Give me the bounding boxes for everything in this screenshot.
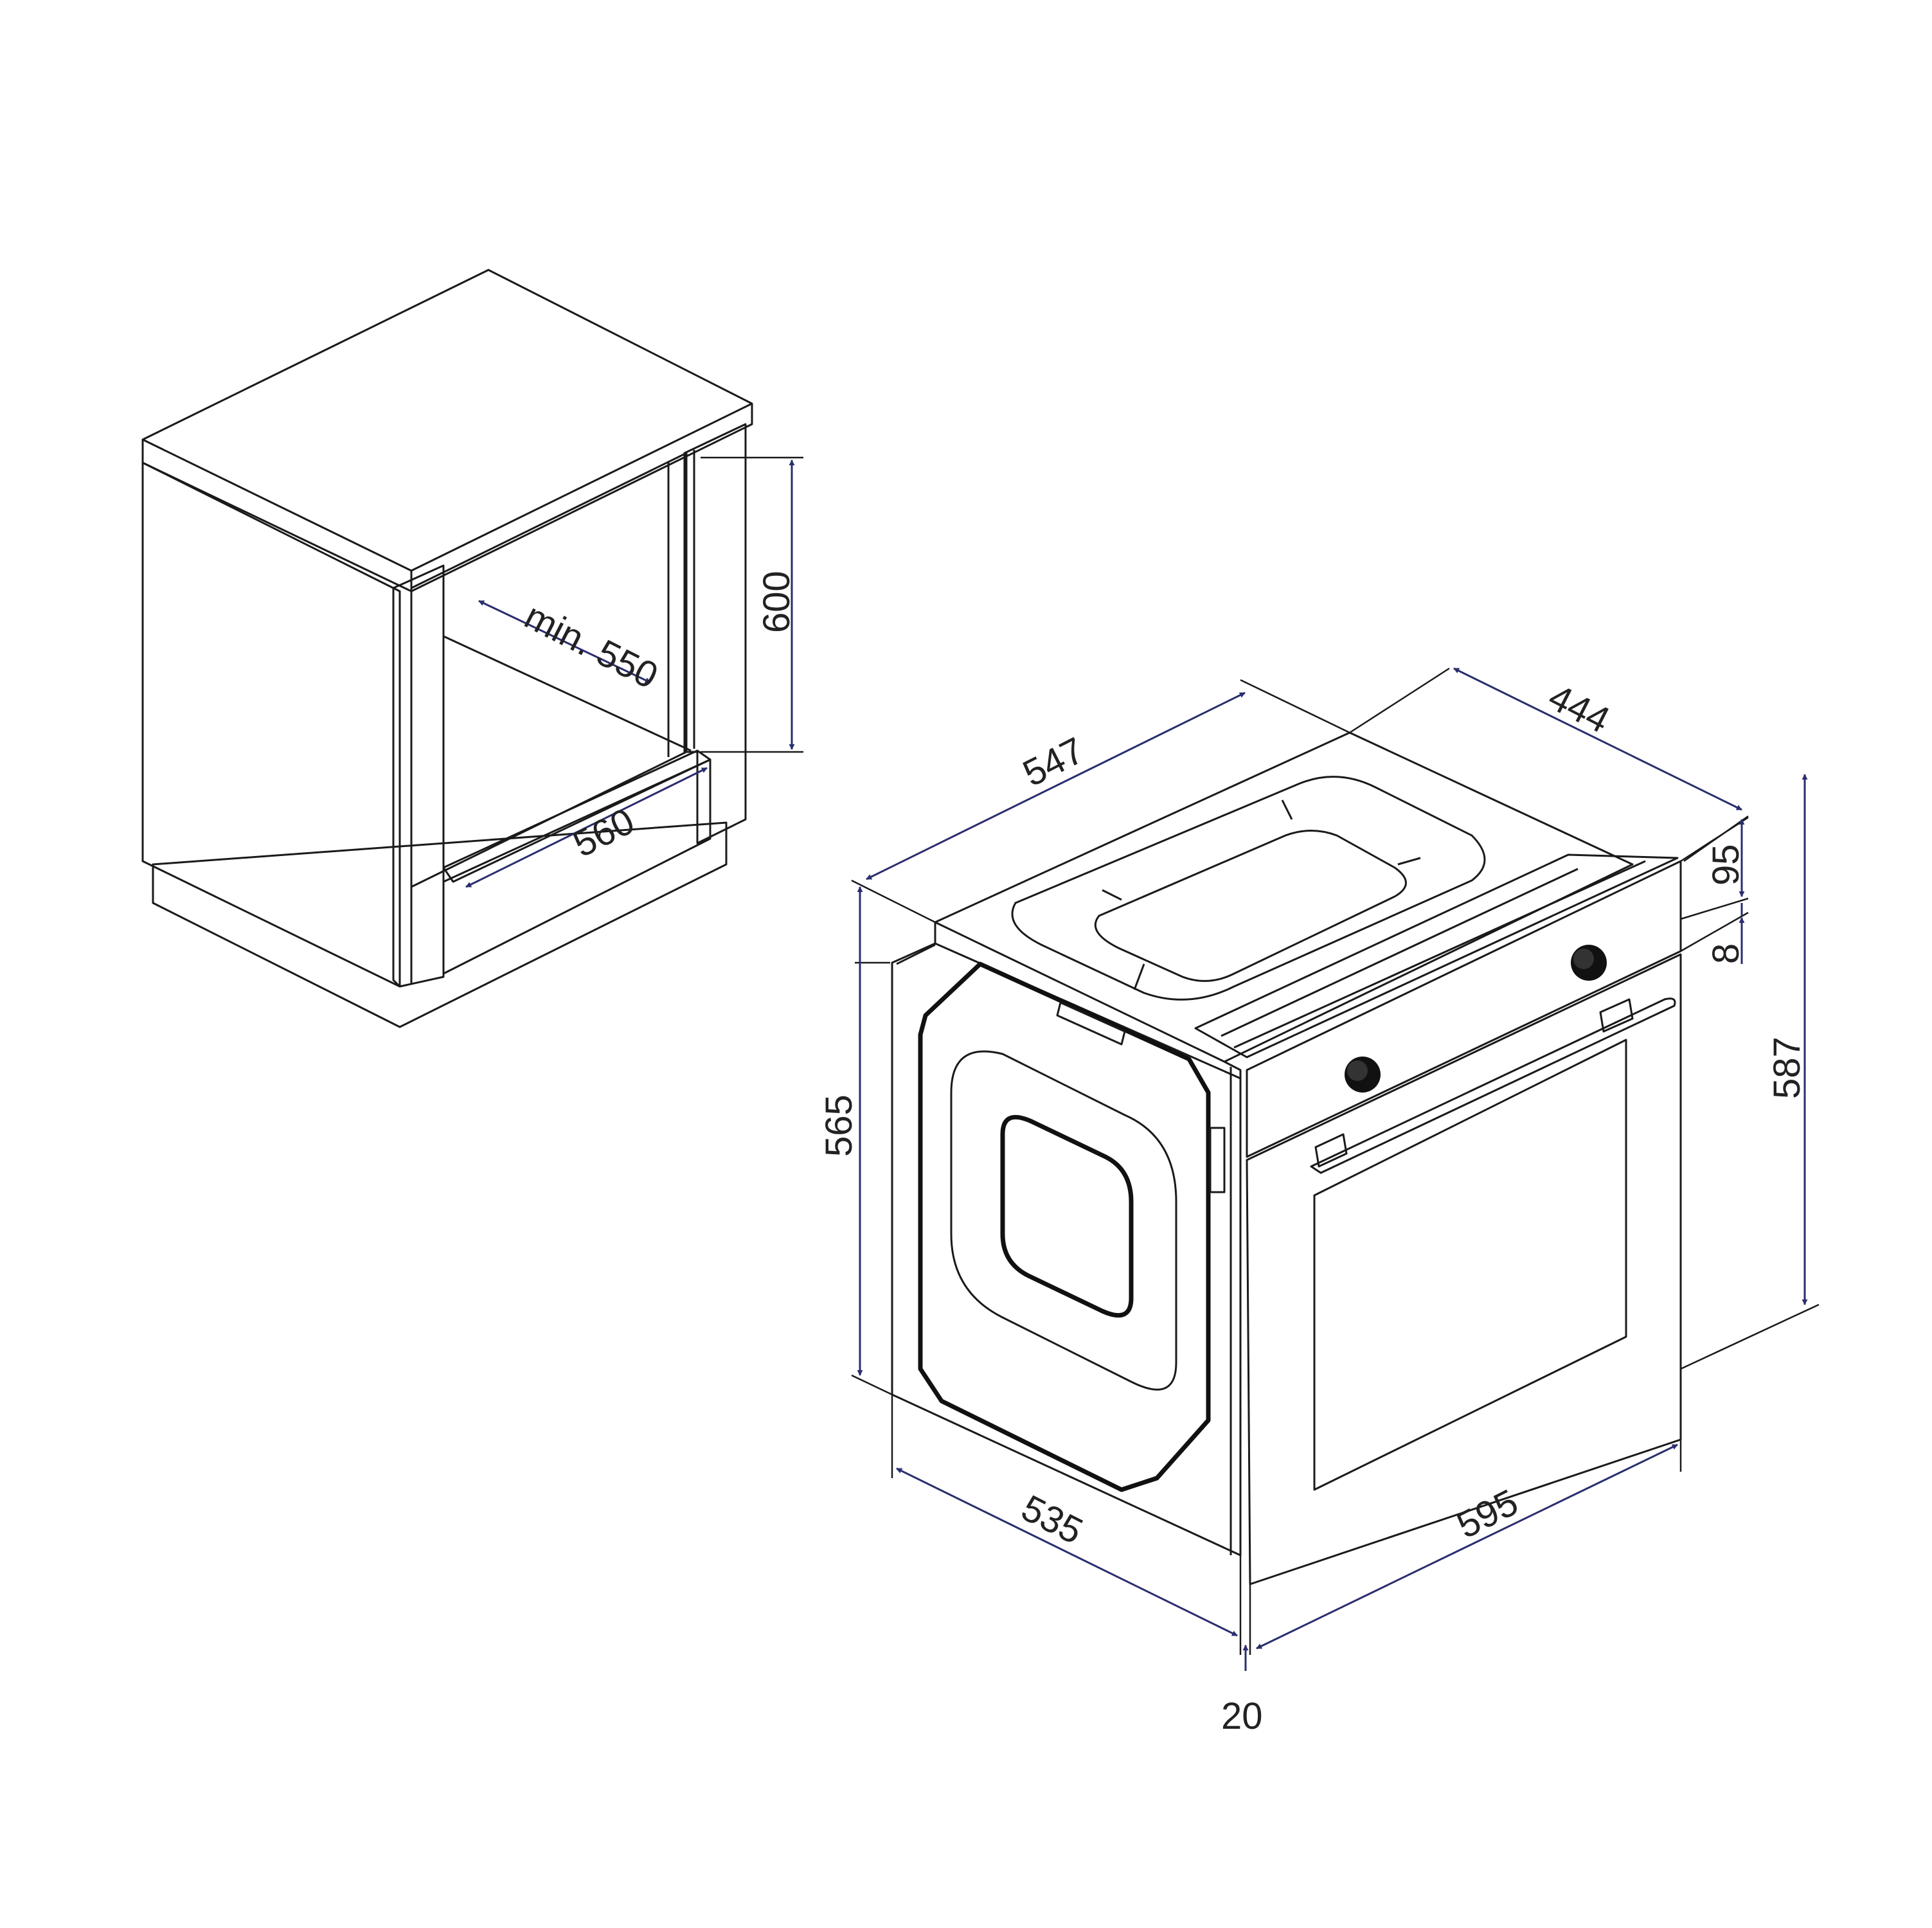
oven-side-handle-slot	[1056, 1001, 1126, 1046]
cabinet-dimensions: min. 550 600 560	[465, 456, 803, 888]
oven-top-width-dimension-line	[1453, 667, 1742, 811]
oven-top-depth-dimension-line	[866, 692, 1246, 880]
oven-side-recess-mid	[950, 1050, 1177, 1391]
cabinet	[141, 269, 753, 1028]
oven-height-right-label: 587	[1766, 1037, 1808, 1099]
cabinet-width-label: 560	[566, 800, 641, 866]
cabinet-countertop	[141, 269, 753, 593]
oven-top-recess-inner	[1094, 830, 1407, 982]
cabinet-plinth	[152, 821, 728, 1028]
oven-door-glass	[1313, 1039, 1627, 1491]
oven-width-label: 595	[1450, 1481, 1525, 1547]
oven-dimensions: 547 444 95 8 587 565 535 595	[818, 667, 1820, 1737]
oven-control-panel	[1246, 860, 1682, 1158]
oven-top-width-label: 444	[1542, 676, 1616, 742]
oven-depth-dimension-line	[896, 1467, 1238, 1637]
oven-handle-mount-left	[1314, 1133, 1348, 1168]
oven-handle-mount-right	[1599, 998, 1634, 1033]
oven-top-depth-label: 547	[1016, 729, 1091, 795]
oven-gap-label: 8	[1705, 943, 1747, 964]
cabinet-depth-dimension-line	[478, 600, 651, 684]
oven-depth-label: 535	[1015, 1487, 1089, 1553]
oven-front-label: 20	[1221, 1695, 1263, 1737]
oven-width-dimension-line	[1256, 1443, 1678, 1650]
oven-height-left-label: 565	[818, 1094, 860, 1157]
oven-side-recess-outer	[918, 961, 1211, 1492]
oven-door	[1246, 953, 1682, 1585]
oven-hinge	[1209, 1127, 1226, 1193]
cabinet-opening-shelf	[442, 749, 711, 883]
oven-panel-label: 95	[1705, 844, 1747, 886]
oven	[891, 731, 1682, 1585]
oven-handle	[1310, 997, 1676, 1174]
oven-side-recess-inner	[1000, 1114, 1134, 1318]
oven-vent-strip	[1194, 853, 1679, 1058]
cabinet-left-side	[141, 461, 401, 988]
cabinet-front-left-pillar	[392, 564, 445, 988]
cabinet-width-dimension-line	[465, 767, 708, 888]
oven-top-recess-outer	[1011, 776, 1486, 1001]
cabinet-height-label: 600	[756, 571, 798, 633]
